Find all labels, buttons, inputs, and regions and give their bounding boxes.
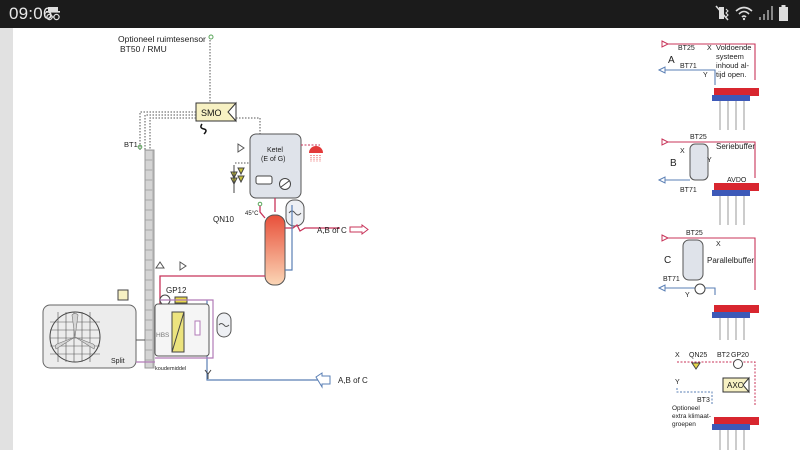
svg-text:Voldoende: Voldoende bbox=[716, 43, 751, 52]
outdoor-sensor-box bbox=[117, 289, 129, 301]
svg-text:BT71: BT71 bbox=[663, 276, 680, 283]
svg-text:X: X bbox=[716, 241, 721, 248]
boiler-ketel bbox=[249, 133, 302, 199]
status-icons bbox=[715, 5, 788, 21]
svg-text:A: A bbox=[668, 55, 675, 66]
smo-label: SMO bbox=[201, 108, 222, 118]
shower-icon bbox=[309, 146, 323, 153]
bt1-sensor-icon bbox=[137, 144, 143, 150]
hbs-label: HBS bbox=[156, 332, 170, 339]
svg-text:BT25: BT25 bbox=[678, 45, 695, 52]
status-bar: 09:06 bbox=[0, 0, 800, 28]
svg-text:AXC: AXC bbox=[727, 381, 744, 390]
refrigerant-pipe bbox=[155, 299, 214, 359]
temp-label: 45°C bbox=[245, 211, 259, 217]
buffer-tank bbox=[264, 214, 286, 286]
signal-icon bbox=[759, 6, 773, 20]
variant-c: BT25 X C Parallelbuffer BT71 Y bbox=[657, 230, 759, 340]
return-pipe bbox=[206, 300, 330, 381]
fill-valve-group bbox=[230, 165, 245, 193]
svg-text:Y: Y bbox=[675, 379, 680, 386]
temp-sensor-icon bbox=[257, 201, 263, 207]
house-wall bbox=[144, 149, 155, 369]
room-sensor-id: BT50 / RMU bbox=[120, 44, 167, 54]
document-page[interactable]: Optioneel ruimtesensor BT50 / RMU SMO BT… bbox=[13, 28, 800, 450]
svg-text:AVDO: AVDO bbox=[727, 177, 747, 184]
qn10-label: QN10 bbox=[213, 215, 234, 224]
variant-extra-climate-groups: X QN25 BT2 GP20 Y AXC BT3 Optioneel extr… bbox=[672, 352, 759, 450]
svg-text:X: X bbox=[680, 148, 685, 155]
boiler-display bbox=[255, 175, 273, 185]
return-in-label: A,B of C bbox=[338, 376, 368, 385]
svg-text:BT2: BT2 bbox=[717, 352, 730, 359]
split-label: Split bbox=[111, 358, 125, 365]
heat-pump-schematic: Optioneel ruimtesensor BT50 / RMU SMO BT… bbox=[42, 34, 759, 450]
drain-icon bbox=[204, 369, 212, 379]
boiler-fuel-label: (E of G) bbox=[261, 156, 286, 163]
svg-text:systeem: systeem bbox=[716, 52, 744, 61]
clock: 09:06 bbox=[9, 4, 53, 23]
svg-text:C: C bbox=[664, 255, 671, 266]
supply-out-label: A,B of C bbox=[317, 226, 347, 235]
vibrate-mute-icon bbox=[715, 5, 729, 21]
variant-b: BT25 X Seriebuffer B Y BT71 AVDO bbox=[657, 134, 759, 225]
svg-text:extra klimaat-: extra klimaat- bbox=[672, 413, 711, 420]
page-margin bbox=[0, 28, 13, 450]
power-plug-icon bbox=[200, 123, 207, 135]
svg-text:X: X bbox=[707, 45, 712, 52]
room-sensor-label: Optioneel ruimtesensor bbox=[118, 34, 206, 44]
svg-text:inhoud al-: inhoud al- bbox=[716, 61, 749, 70]
air-vent-icon bbox=[155, 261, 165, 269]
room-sensor-icon bbox=[208, 34, 214, 40]
safety-valve-2-icon bbox=[179, 261, 187, 271]
variant-a: BT25 X Voldoende systeem inhoud al- tijd… bbox=[657, 40, 759, 130]
svg-text:B: B bbox=[670, 158, 677, 169]
svg-text:Y: Y bbox=[685, 292, 690, 299]
fan-icon bbox=[49, 311, 101, 363]
gp12-label: GP12 bbox=[166, 286, 187, 295]
svg-text:Y: Y bbox=[707, 157, 712, 164]
svg-text:Y: Y bbox=[703, 72, 708, 79]
wifi-icon bbox=[735, 6, 753, 21]
return-in-arrow-icon bbox=[315, 372, 331, 389]
svg-text:BT71: BT71 bbox=[680, 187, 697, 194]
incognito-icon bbox=[45, 6, 61, 27]
refrigerant-label: koudemiddel bbox=[155, 366, 186, 372]
svg-text:Parallelbuffer: Parallelbuffer bbox=[707, 256, 754, 265]
svg-text:X: X bbox=[675, 352, 680, 359]
bt1-label: BT1 bbox=[124, 140, 138, 149]
battery-icon bbox=[779, 5, 788, 21]
svg-text:tijd open.: tijd open. bbox=[716, 70, 746, 79]
svg-text:BT3: BT3 bbox=[697, 397, 710, 404]
svg-text:Seriebuffer: Seriebuffer bbox=[716, 142, 755, 151]
safety-valve-icon bbox=[237, 143, 245, 153]
svg-text:QN25: QN25 bbox=[689, 352, 707, 359]
boiler-label: Ketel bbox=[267, 147, 283, 154]
svg-text:Optioneel: Optioneel bbox=[672, 405, 700, 412]
svg-text:BT25: BT25 bbox=[686, 230, 703, 237]
svg-text:BT71: BT71 bbox=[680, 63, 697, 70]
svg-text:groepen: groepen bbox=[672, 421, 696, 428]
svg-text:GP20: GP20 bbox=[731, 352, 749, 359]
supply-out-arrow-icon bbox=[349, 224, 369, 235]
svg-text:BT25: BT25 bbox=[690, 134, 707, 141]
